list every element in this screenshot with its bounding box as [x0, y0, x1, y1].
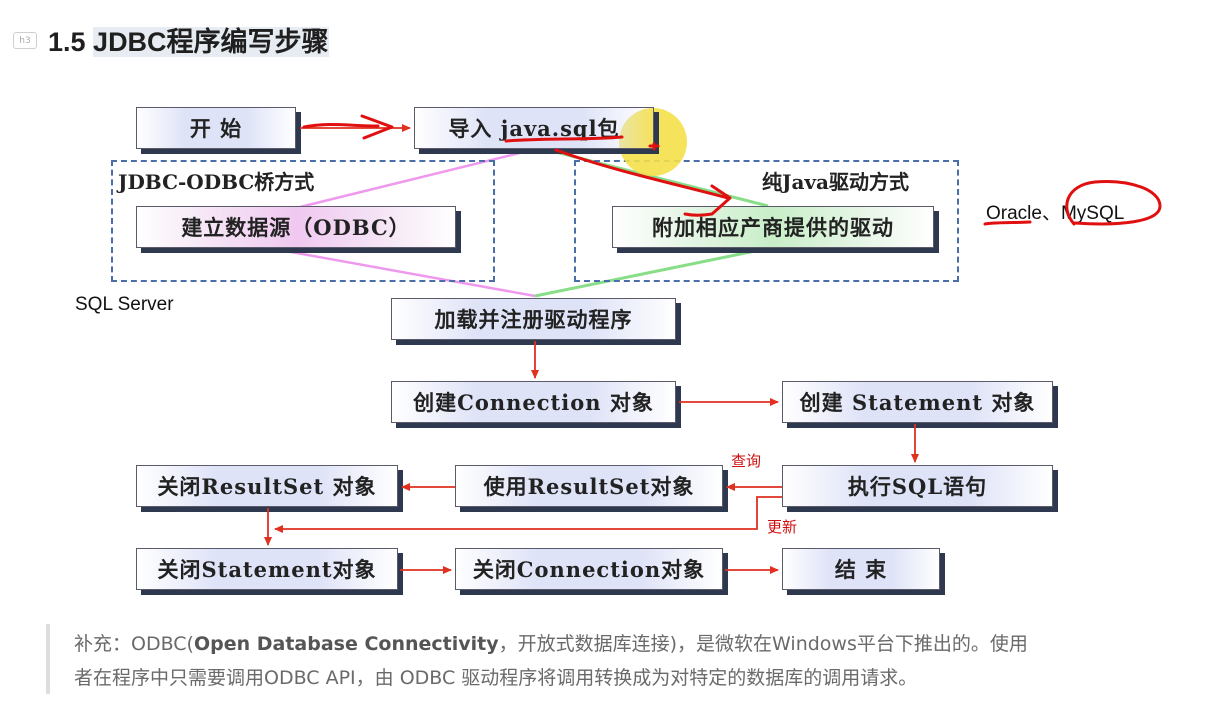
note-bold-term: Open Database Connectivity: [193, 633, 499, 655]
start-box: 开 始: [136, 107, 296, 149]
use-resultset-box: 使用ResultSet对象: [455, 465, 723, 507]
supplement-note: 补充：ODBC(Open Database Connectivity，开放式数据…: [74, 627, 1184, 695]
page-title: 1.5 JDBC程序编写步骤: [48, 22, 329, 62]
close-connection-box: 关闭Connection对象: [455, 548, 723, 590]
sql-server-annotation: SQL Server: [75, 294, 174, 315]
quote-bar: [46, 624, 50, 694]
create-statement-box: 创建 Statement 对象: [782, 381, 1053, 423]
load-driver-box: 加载并注册驱动程序: [391, 298, 676, 340]
create-connection-box: 创建Connection 对象: [391, 381, 676, 423]
note-line2: 者在程序中只需要调用ODBC API，由 ODBC 驱动程序将调用转换成为对特定…: [74, 667, 918, 689]
pen-arrow-to-driver: [554, 148, 732, 217]
end-box: 结 束: [782, 548, 940, 590]
pen-underline-java-sql: [504, 135, 624, 143]
jdbc-odbc-group: [111, 160, 495, 282]
pink-line-top: [299, 146, 541, 209]
odbc-source-box: 建立数据源（ODBC）: [136, 206, 456, 248]
pure-java-group: [574, 160, 959, 282]
pen-underline-oracle: [983, 220, 1032, 226]
note-line1-rest: ，开放式数据库连接)，是微软在Windows平台下推出的。使用: [498, 633, 1028, 655]
pink-line-bottom: [279, 248, 536, 298]
close-resultset-box: 关闭ResultSet 对象: [136, 465, 398, 507]
note-prefix: 补充：ODBC(: [74, 633, 194, 655]
heading-level-badge: h3: [13, 32, 37, 49]
execute-sql-box: 执行SQL语句: [782, 465, 1053, 507]
pen-circle-mysql: [1065, 180, 1162, 226]
vendor-driver-box: 附加相应产商提供的驱动: [612, 206, 934, 248]
pen-annotations: [302, 114, 1162, 226]
pure-java-label: 纯Java驱动方式: [762, 170, 910, 194]
close-statement-box: 关闭Statement对象: [136, 548, 398, 590]
pen-cursor-mark: [648, 142, 660, 151]
jdbc-odbc-label: JDBC-ODBC桥方式: [118, 170, 315, 194]
oracle-mysql-annotation: Oracle、MySQL: [986, 203, 1125, 224]
arrow-update-path: [274, 496, 782, 533]
title-text: JDBC程序编写步骤: [93, 27, 329, 57]
update-label: 更新: [767, 519, 798, 536]
title-number: 1.5: [48, 27, 94, 57]
pen-arrow-start: [302, 114, 394, 140]
query-label: 查询: [731, 453, 762, 470]
import-package-box: 导入 java.sql包: [414, 107, 654, 149]
green-line-bottom: [534, 248, 761, 298]
